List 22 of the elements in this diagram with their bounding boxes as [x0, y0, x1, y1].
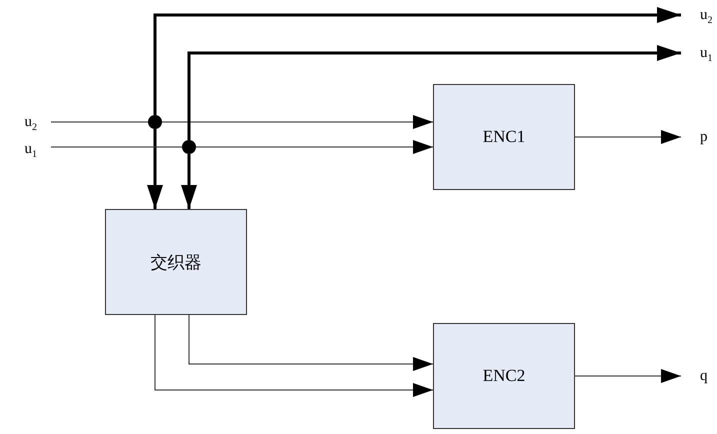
output-label: q: [681, 367, 711, 385]
junction-dot: [148, 115, 162, 129]
input-label: u$_{2}$: [8, 113, 51, 131]
arrow: [188, 45, 681, 140]
input-label: u$_{1}$: [8, 140, 51, 158]
arrow: [154, 7, 681, 115]
block-box: 交织器: [105, 209, 247, 315]
arrow: [147, 129, 163, 209]
arrow: [154, 314, 434, 397]
block-box: ENC1: [433, 84, 575, 190]
arrow: [162, 115, 434, 129]
block-box: ENC2: [433, 323, 575, 429]
arrow: [574, 130, 682, 144]
output-label: u$_{1}$: [681, 44, 711, 62]
line: [50, 146, 182, 148]
arrow: [574, 369, 682, 383]
arrow: [181, 154, 197, 209]
junction-dot: [182, 140, 196, 154]
output-label: p: [681, 128, 711, 146]
arrow: [196, 140, 434, 154]
arrow: [188, 314, 434, 371]
output-label: u$_{2}$: [681, 6, 711, 24]
